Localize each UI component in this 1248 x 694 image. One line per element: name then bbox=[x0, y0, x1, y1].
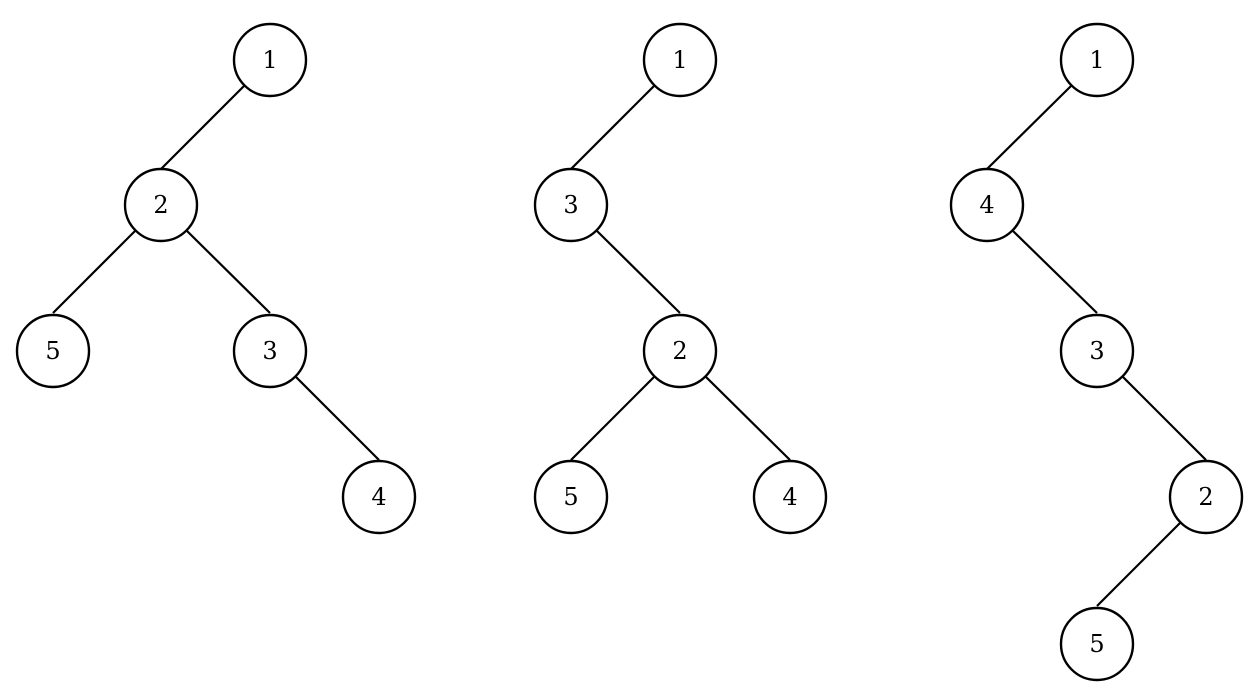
node-label: 4 bbox=[371, 483, 386, 511]
node-label: 5 bbox=[563, 483, 578, 511]
node-label: 5 bbox=[1089, 630, 1104, 658]
tree-node: 1 bbox=[1059, 22, 1135, 98]
edge-3-2 bbox=[596, 230, 681, 314]
tree-node: 2 bbox=[1168, 459, 1244, 535]
edge-3-2 bbox=[1122, 376, 1207, 461]
tree-3: 1 4 3 2 5 bbox=[949, 22, 1244, 682]
edge-1-4 bbox=[986, 85, 1072, 170]
tree-node: 5 bbox=[1059, 606, 1135, 682]
node-label: 2 bbox=[672, 337, 687, 365]
tree-node: 2 bbox=[642, 313, 718, 389]
node-label: 4 bbox=[979, 191, 994, 219]
tree-node: 4 bbox=[949, 167, 1025, 243]
node-label: 1 bbox=[672, 46, 687, 74]
tree-node: 4 bbox=[341, 459, 417, 535]
node-label: 1 bbox=[262, 46, 277, 74]
edge-2-5 bbox=[570, 376, 655, 461]
node-label: 3 bbox=[563, 191, 578, 219]
tree-node: 4 bbox=[752, 459, 828, 535]
node-label: 5 bbox=[45, 337, 60, 365]
edge-2-4 bbox=[705, 376, 791, 461]
tree-node: 5 bbox=[533, 459, 609, 535]
edge-1-2 bbox=[160, 85, 245, 170]
node-label: 2 bbox=[153, 191, 168, 219]
tree-node: 3 bbox=[1059, 313, 1135, 389]
tree-node: 3 bbox=[533, 167, 609, 243]
edge-4-3 bbox=[1012, 230, 1098, 314]
node-label: 3 bbox=[1089, 337, 1104, 365]
tree-node: 1 bbox=[232, 22, 308, 98]
tree-node: 3 bbox=[232, 313, 308, 389]
tree-2: 1 3 2 5 4 bbox=[533, 22, 828, 535]
edge-2-5 bbox=[52, 230, 136, 314]
tree-node: 2 bbox=[123, 167, 199, 243]
tree-node: 5 bbox=[15, 313, 91, 389]
node-label: 2 bbox=[1198, 483, 1213, 511]
edge-2-3 bbox=[186, 230, 271, 314]
tree-1: 1 2 5 3 4 bbox=[15, 22, 417, 535]
node-label: 1 bbox=[1089, 46, 1104, 74]
edge-1-3 bbox=[570, 85, 655, 170]
node-label: 4 bbox=[782, 483, 797, 511]
tree-node: 1 bbox=[642, 22, 718, 98]
edge-3-4 bbox=[295, 376, 380, 461]
node-label: 3 bbox=[262, 337, 277, 365]
edge-2-5 bbox=[1096, 522, 1181, 607]
